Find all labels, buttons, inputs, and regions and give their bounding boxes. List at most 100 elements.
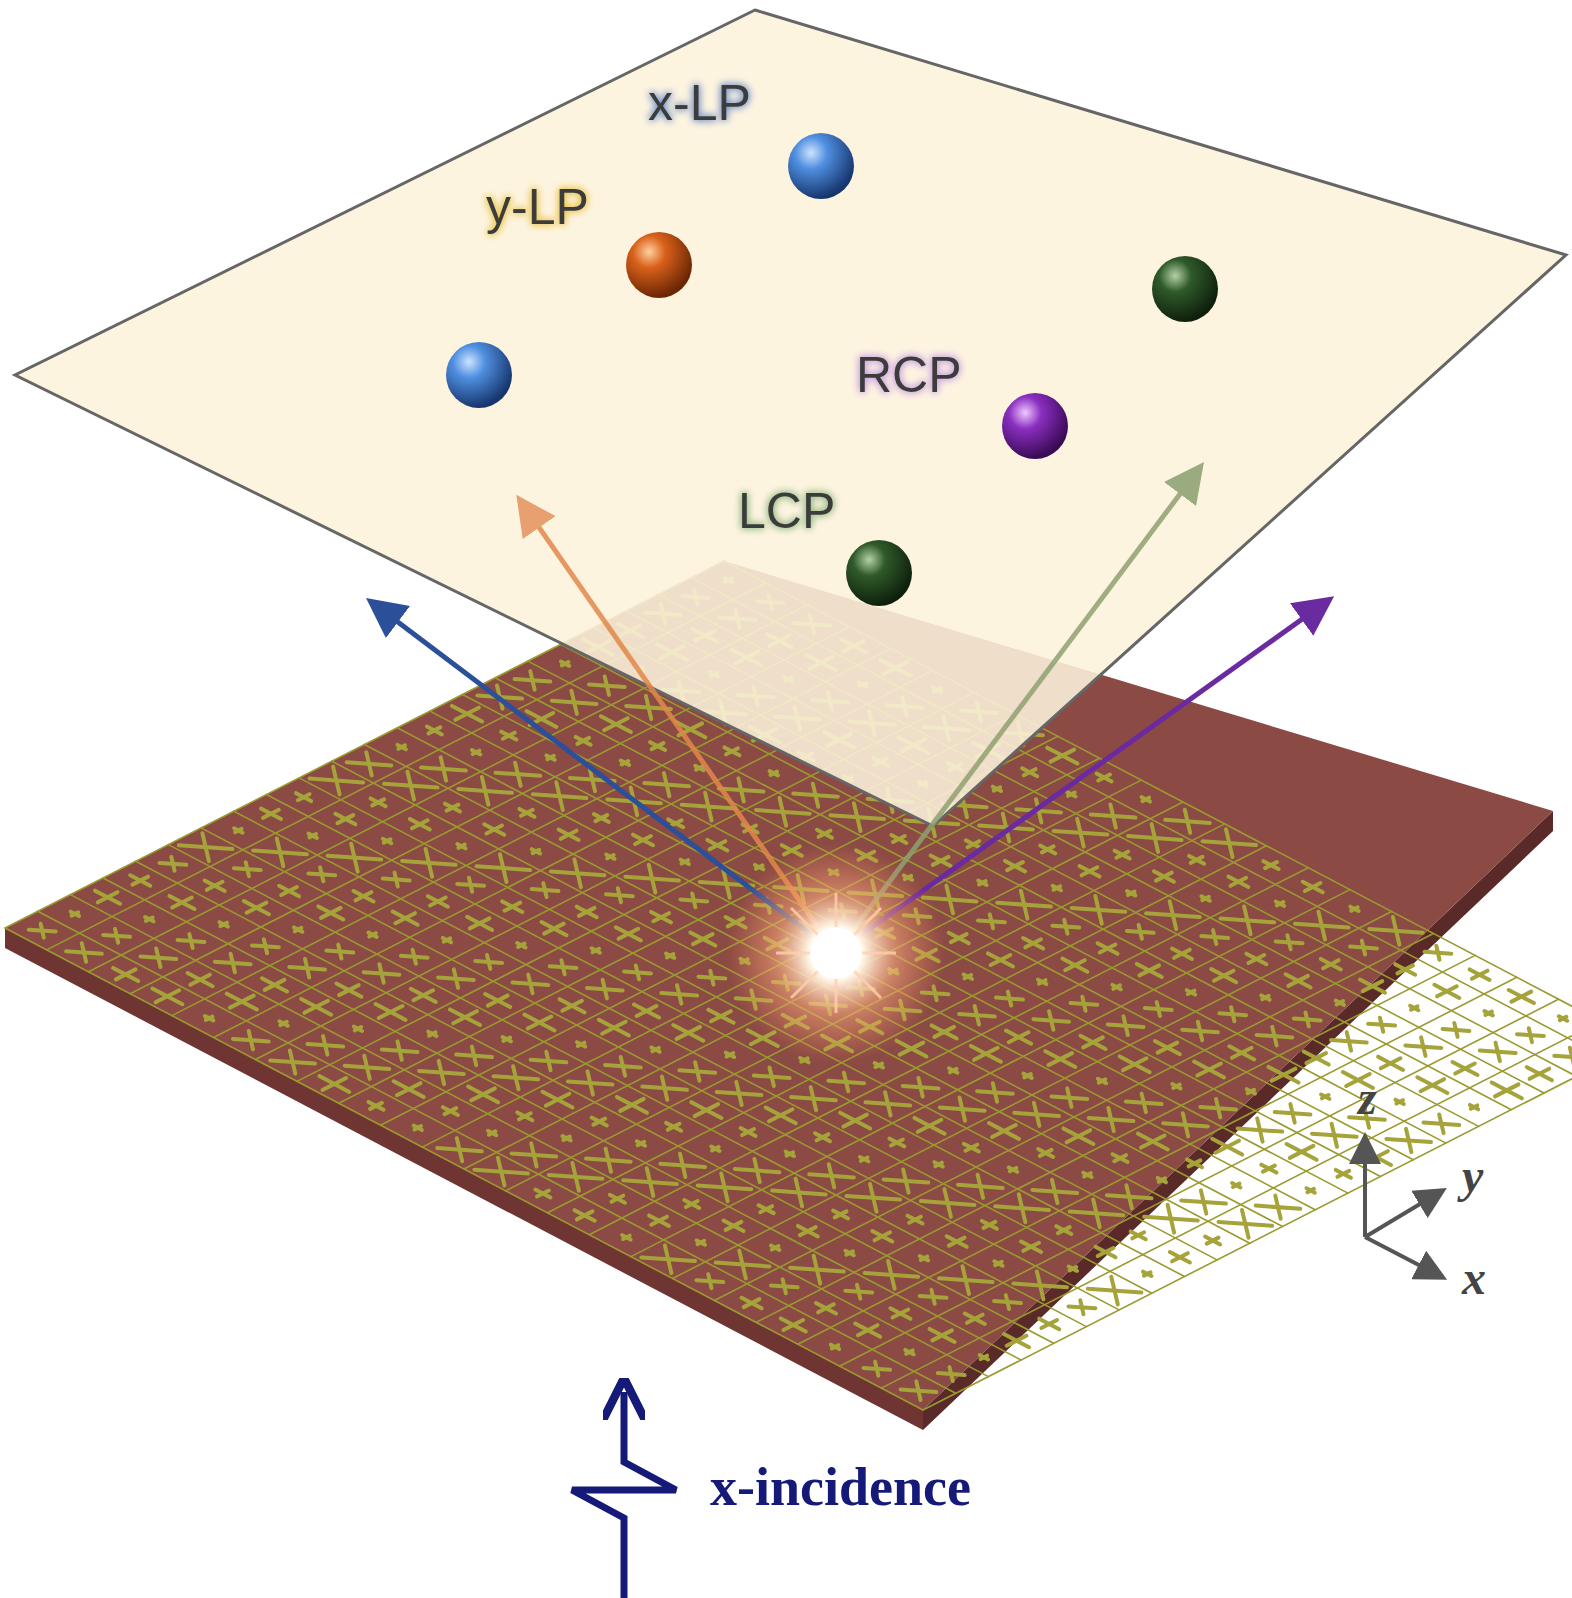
meta-atom	[398, 745, 405, 748]
meta-atom	[875, 1362, 878, 1376]
meta-atom	[354, 891, 374, 902]
meta-atom	[146, 918, 153, 921]
meta-atom	[296, 793, 311, 801]
meta-atom	[115, 929, 118, 943]
meta-atom	[439, 1061, 444, 1084]
meta-atom	[1485, 1011, 1493, 1015]
meta-atom	[498, 1158, 505, 1186]
meta-atom	[488, 1131, 496, 1135]
meta-atom	[1142, 797, 1150, 801]
meta-atom	[617, 1097, 647, 1113]
meta-atom	[205, 881, 225, 892]
meta-atom	[673, 1025, 703, 1041]
meta-atom	[1022, 768, 1037, 776]
meta-atom	[978, 1175, 984, 1198]
meta-atom	[524, 1015, 554, 1031]
meta-atom	[766, 1108, 796, 1124]
meta-atom	[542, 922, 567, 935]
meta-atom	[546, 755, 554, 759]
meta-atom	[772, 1246, 779, 1249]
meta-atom	[294, 927, 302, 931]
meta-atom	[1322, 1095, 1329, 1098]
meta-atom	[697, 1240, 705, 1244]
meta-atom	[1228, 877, 1248, 888]
meta-atom	[1063, 1128, 1093, 1144]
meta-atom	[482, 777, 489, 805]
meta-atom	[646, 696, 651, 719]
meta-atom	[1202, 897, 1209, 900]
meta-atom	[994, 1261, 1002, 1265]
meta-atom	[472, 750, 480, 754]
meta-atom	[721, 1173, 728, 1201]
meta-atom	[965, 1314, 985, 1325]
meta-atom	[1047, 748, 1077, 764]
meta-atom	[1139, 925, 1142, 939]
meta-atom	[82, 943, 86, 962]
meta-atom	[1417, 1077, 1447, 1093]
meta-atom	[501, 732, 516, 740]
meta-atom	[890, 1308, 910, 1319]
meta-atom	[559, 830, 579, 841]
meta-atom	[829, 1164, 834, 1187]
meta-atom	[528, 975, 532, 994]
meta-atom	[1470, 1105, 1478, 1109]
meta-atom	[906, 1350, 913, 1353]
meta-atom	[727, 1053, 734, 1056]
meta-atom	[309, 834, 317, 838]
meta-atom	[982, 1221, 997, 1229]
meta-atom	[978, 881, 986, 885]
meta-atom	[897, 1041, 927, 1057]
meta-atom	[414, 1126, 422, 1130]
meta-atom	[1226, 829, 1233, 857]
meta-atom	[1244, 907, 1251, 935]
meta-atom	[571, 691, 577, 714]
meta-atom	[1158, 1178, 1166, 1182]
meta-atom	[814, 1256, 821, 1284]
meta-atom	[1307, 1188, 1315, 1192]
meta-atom	[1045, 1051, 1075, 1067]
meta-atom	[618, 888, 621, 902]
meta-atom	[650, 742, 665, 750]
meta-atom	[290, 1051, 295, 1074]
meta-atom	[1183, 1113, 1188, 1136]
meta-atom	[964, 975, 972, 979]
meta-atom	[588, 1071, 593, 1094]
meta-atom	[1396, 1100, 1404, 1104]
meta-atom	[592, 948, 600, 952]
meta-atom	[280, 1022, 287, 1025]
meta-atom	[502, 901, 522, 912]
meta-atom	[560, 999, 585, 1012]
meta-atom	[622, 761, 629, 764]
meta-atom	[351, 844, 358, 872]
meta-atom	[1159, 1178, 1166, 1181]
meta-atom	[1019, 1194, 1026, 1222]
meta-atom	[1454, 1023, 1457, 1037]
meta-atom	[1113, 1154, 1128, 1162]
meta-atom	[1127, 891, 1135, 895]
meta-atom	[1287, 935, 1290, 949]
meta-atom	[845, 1251, 853, 1255]
meta-atom	[1264, 861, 1279, 869]
meta-atom	[1096, 1247, 1116, 1258]
meta-atom	[966, 840, 981, 848]
meta-atom	[1154, 871, 1174, 882]
meta-atom	[932, 1025, 957, 1038]
meta-atom	[364, 1056, 369, 1079]
meta-atom	[633, 835, 653, 846]
meta-atom	[1470, 969, 1490, 980]
meta-atom	[1554, 1056, 1572, 1059]
meta-atom	[231, 954, 235, 973]
meta-atom	[1084, 1173, 1091, 1176]
focal-spot	[846, 540, 912, 606]
meta-atom	[1319, 912, 1326, 940]
meta-atom	[738, 778, 743, 801]
meta-atom	[1152, 824, 1159, 852]
meta-atom	[905, 1350, 913, 1354]
meta-atom	[515, 763, 521, 786]
meta-atom	[227, 994, 257, 1010]
meta-atom	[1337, 1001, 1344, 1004]
meta-atom	[963, 1266, 970, 1294]
meta-atom	[398, 745, 406, 749]
meta-atom	[1067, 1088, 1071, 1107]
meta-atom	[981, 1356, 988, 1359]
